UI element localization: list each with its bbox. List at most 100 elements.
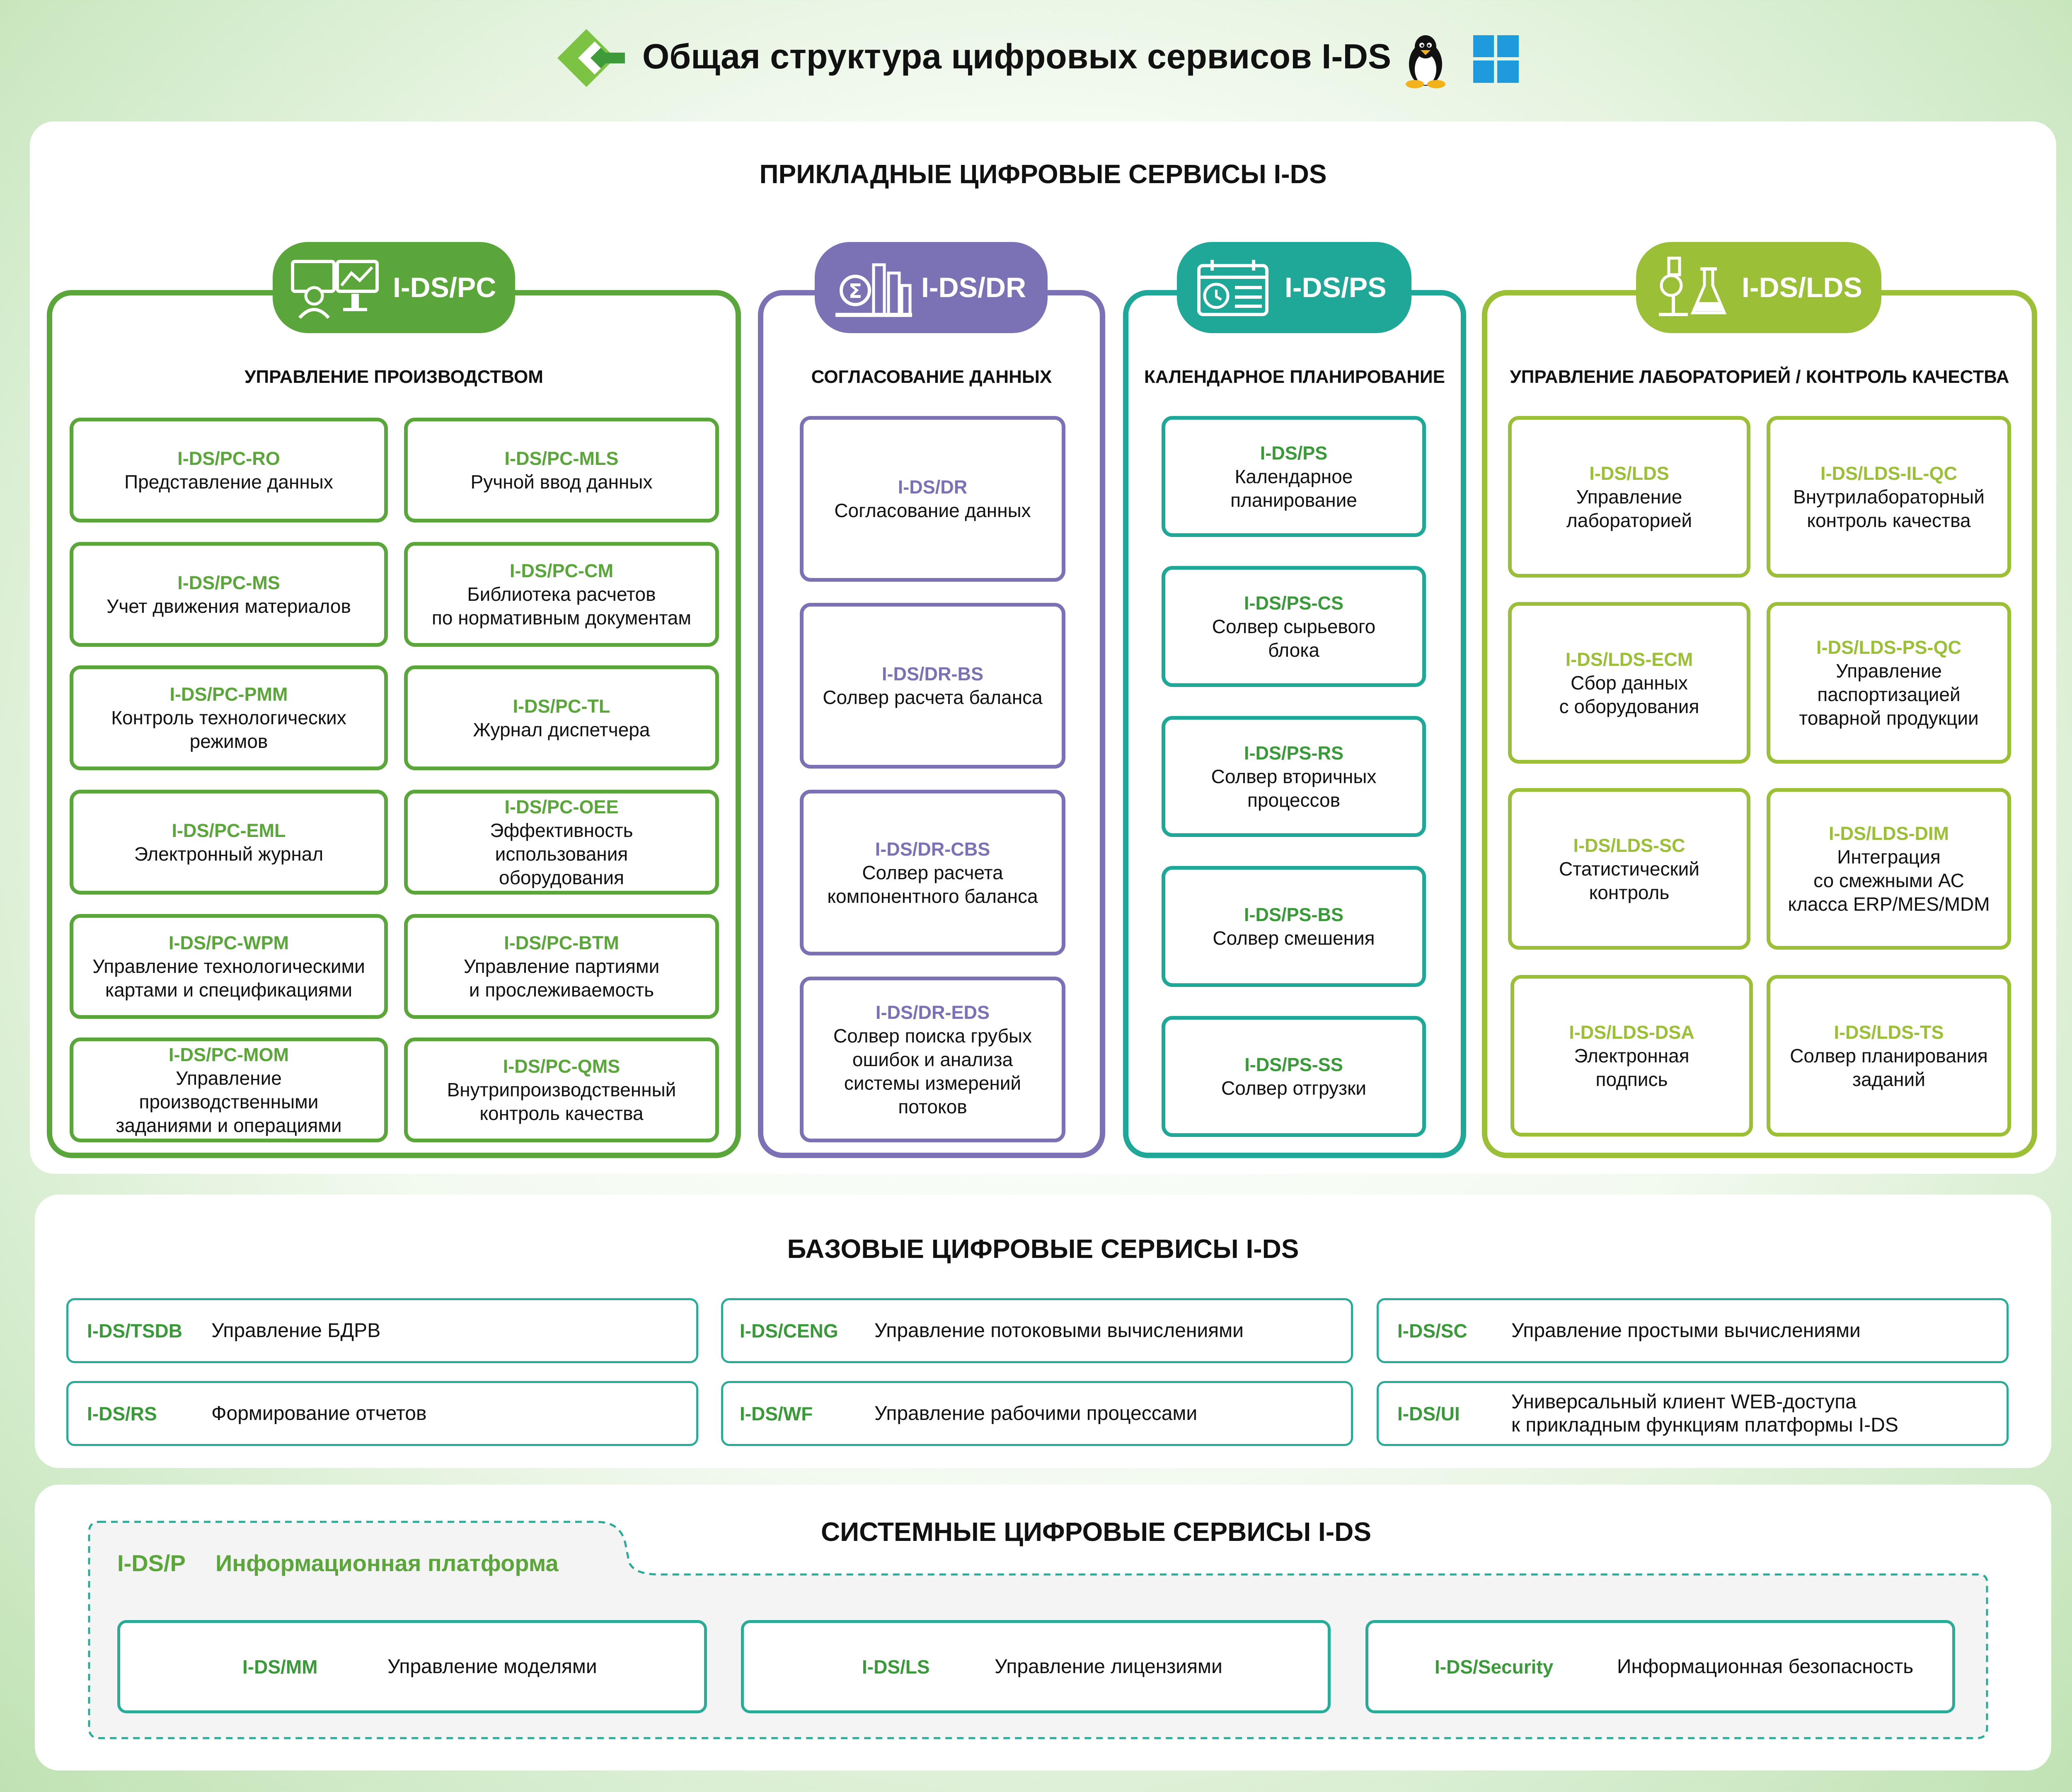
base-item-ui[interactable]: I-DS/UI Универсальный клиент WEB-доступа… <box>1377 1381 2009 1446</box>
ps-card-ps[interactable]: I-DS/PS Календарное планирование <box>1162 416 1426 537</box>
lds-card-ps-qc[interactable]: I-DS/LDS-PS-QC Управление паспортизацией… <box>1767 602 2011 764</box>
dr-card-bs[interactable]: I-DS/DR-BS Солвер расчета баланса <box>800 603 1065 769</box>
card-code: I-DS/PS-CS <box>1244 592 1344 614</box>
base-item-ceng[interactable]: I-DS/CENG Управление потоковыми вычислен… <box>721 1298 1353 1363</box>
system-item-desc: Информационная безопасность <box>1617 1656 1914 1678</box>
ps-card-rs[interactable]: I-DS/PS-RS Солвер вторичных процессов <box>1162 716 1426 837</box>
flask-microscope-icon <box>1659 256 1727 316</box>
dr-subtitle: СОГЛАСОВАНИЕ ДАННЫХ <box>811 367 1052 387</box>
system-item-security[interactable]: I-DS/Security Информационная безопасност… <box>1365 1620 1955 1713</box>
system-item-code: I-DS/Security <box>1435 1656 1554 1678</box>
lds-card-dim[interactable]: I-DS/LDS-DIM Интеграция со смежными АС к… <box>1767 788 2011 950</box>
system-item-mm[interactable]: I-DS/MM Управление моделями <box>117 1620 707 1713</box>
lds-card-lds[interactable]: I-DS/LDS Управление лабораторией <box>1508 416 1750 578</box>
card-desc: Электронная подпись <box>1574 1045 1690 1090</box>
card-desc: Управление паспортизацией товарной проду… <box>1799 660 1979 729</box>
dr-card-eds[interactable]: I-DS/DR-EDS Солвер поиска грубых ошибок … <box>800 977 1065 1142</box>
dr-card-dr[interactable]: I-DS/DR Согласование данных <box>800 416 1065 582</box>
system-item-code: I-DS/MM <box>242 1656 318 1678</box>
pc-card-qms[interactable]: I-DS/PC-QMS Внутрипроизводственный контр… <box>404 1037 719 1142</box>
page-title: Общая структура цифровых сервисов I-DS <box>642 37 1392 76</box>
card-desc: Библиотека расчетов по нормативным докум… <box>431 583 692 629</box>
card-desc: Управление партиями и прослеживаемость <box>463 955 660 1001</box>
card-code: I-DS/PC-CM <box>510 560 613 581</box>
base-item-code: I-DS/UI <box>1397 1403 1460 1424</box>
ps-tag-label: I-DS/PS <box>1285 272 1387 303</box>
lds-card-ecm[interactable]: I-DS/LDS-ECM Сбор данных с оборудования <box>1508 602 1750 764</box>
system-item-code: I-DS/LS <box>862 1656 930 1678</box>
card-code: I-DS/LDS-SC <box>1573 834 1685 856</box>
card-code: I-DS/LDS-ECM <box>1565 648 1693 670</box>
card-desc: Эффективность использования оборудования <box>490 819 633 888</box>
logo-icon <box>557 29 625 87</box>
lds-card-dsa[interactable]: I-DS/LDS-DSA Электронная подпись <box>1510 975 1753 1137</box>
pc-tag-label: I-DS/PC <box>393 272 496 303</box>
card-desc: Представление данных <box>124 471 333 493</box>
card-code: I-DS/PS-SS <box>1244 1054 1343 1075</box>
base-item-desc: Управление рабочими процессами <box>874 1402 1198 1424</box>
ps-card-ss[interactable]: I-DS/PS-SS Солвер отгрузки <box>1162 1016 1426 1137</box>
card-code: I-DS/PC-MS <box>177 572 280 593</box>
card-code: I-DS/LDS-DSA <box>1569 1021 1694 1043</box>
pc-card-ro[interactable]: I-DS/PC-RO Представление данных <box>70 418 388 522</box>
card-code: I-DS/PC-OEE <box>504 796 619 817</box>
base-item-sc[interactable]: I-DS/SC Управление простыми вычислениями <box>1377 1298 2009 1363</box>
card-desc: Статистический контроль <box>1559 858 1699 903</box>
lds-card-sc[interactable]: I-DS/LDS-SC Статистический контроль <box>1508 788 1750 950</box>
card-code: I-DS/PC-MOM <box>169 1044 289 1065</box>
lds-tag: I-DS/LDS <box>1636 242 1881 333</box>
card-code: I-DS/PS-RS <box>1244 742 1344 764</box>
card-desc: Солвер смешения <box>1213 927 1375 949</box>
ps-card-cs[interactable]: I-DS/PS-CS Солвер сырьевого блока <box>1162 566 1426 687</box>
lds-card-il-qc[interactable]: I-DS/LDS-IL-QC Внутрилабораторный контро… <box>1767 416 2011 578</box>
card-code: I-DS/LDS-TS <box>1834 1021 1944 1043</box>
base-item-desc: Формирование отчетов <box>211 1402 427 1424</box>
card-code: I-DS/PC-TL <box>513 695 610 717</box>
base-item-desc: Универсальный клиент WEB-доступа к прикл… <box>1511 1391 1898 1436</box>
card-desc: Солвер расчета баланса <box>823 687 1043 708</box>
card-desc: Солвер расчета компонентного баланса <box>827 861 1038 907</box>
card-code: I-DS/LDS-DIM <box>1829 823 1949 844</box>
pc-card-oee[interactable]: I-DS/PC-OEE Эффективность использования … <box>404 790 719 895</box>
card-desc: Внутрипроизводственный контроль качества <box>447 1079 676 1124</box>
system-item-ls[interactable]: I-DS/LS Управление лицензиями <box>741 1620 1331 1713</box>
base-item-tsdb[interactable]: I-DS/TSDB Управление БДРВ <box>66 1298 698 1363</box>
pc-card-mls[interactable]: I-DS/PC-MLS Ручной ввод данных <box>404 418 719 522</box>
base-item-code: I-DS/CENG <box>740 1320 838 1342</box>
base-item-desc: Управление простыми вычислениями <box>1511 1319 1861 1342</box>
base-item-wf[interactable]: I-DS/WF Управление рабочими процессами <box>721 1381 1353 1446</box>
ps-tag: I-DS/PS <box>1177 242 1411 333</box>
pc-card-tl[interactable]: I-DS/PC-TL Журнал диспетчера <box>404 665 719 770</box>
pc-card-mom[interactable]: I-DS/PC-MOM Управление производственными… <box>70 1037 388 1142</box>
base-item-desc: Управление потоковыми вычислениями <box>874 1319 1244 1342</box>
card-desc: Журнал диспетчера <box>473 718 650 740</box>
pc-card-wpm[interactable]: I-DS/PC-WPM Управление технологическими … <box>70 914 388 1019</box>
dr-card-cbs[interactable]: I-DS/DR-CBS Солвер расчета компонентного… <box>800 790 1065 955</box>
card-desc: Солвер сырьевого блока <box>1212 615 1376 661</box>
card-desc: Учет движения материалов <box>107 595 351 617</box>
platform-name: Информационная платформа <box>215 1550 559 1576</box>
base-item-rs[interactable]: I-DS/RS Формирование отчетов <box>66 1381 698 1446</box>
base-item-code: I-DS/TSDB <box>87 1320 182 1342</box>
card-code: I-DS/PC-QMS <box>503 1056 620 1077</box>
lds-card-ts[interactable]: I-DS/LDS-TS Солвер планирования заданий <box>1767 975 2011 1137</box>
card-code: I-DS/DR-EDS <box>875 1001 990 1023</box>
linux-tux-icon <box>1406 35 1445 88</box>
pc-card-pmm[interactable]: I-DS/PC-PMM Контроль технологических реж… <box>70 665 388 770</box>
pc-card-btm[interactable]: I-DS/PC-BTM Управление партиями и просле… <box>404 914 719 1019</box>
card-desc: Солвер вторичных процессов <box>1211 765 1377 811</box>
base-item-desc: Управление БДРВ <box>211 1319 381 1342</box>
dr-tag-label: I-DS/DR <box>921 272 1026 303</box>
pc-card-ms[interactable]: I-DS/PC-MS Учет движения материалов <box>70 542 388 647</box>
ps-card-bs[interactable]: I-DS/PS-BS Солвер смешения <box>1162 866 1426 987</box>
card-code: I-DS/PC-MLS <box>504 447 619 469</box>
monitors-icon <box>291 260 379 319</box>
dr-tag: Σ I-DS/DR <box>815 242 1048 333</box>
pc-card-eml[interactable]: I-DS/PC-EML Электронный журнал <box>70 790 388 895</box>
card-code: I-DS/LDS-IL-QC <box>1820 462 1957 484</box>
base-services-title: БАЗОВЫЕ ЦИФРОВЫЕ СЕРВИСЫ I-DS <box>787 1234 1299 1264</box>
applied-services-title: ПРИКЛАДНЫЕ ЦИФРОВЫЕ СЕРВИСЫ I-DS <box>759 159 1327 189</box>
card-desc: Ручной ввод данных <box>470 471 653 493</box>
pc-card-cm[interactable]: I-DS/PC-CM Библиотека расчетов по нормат… <box>404 542 719 647</box>
card-code: I-DS/PC-WPM <box>169 932 289 953</box>
